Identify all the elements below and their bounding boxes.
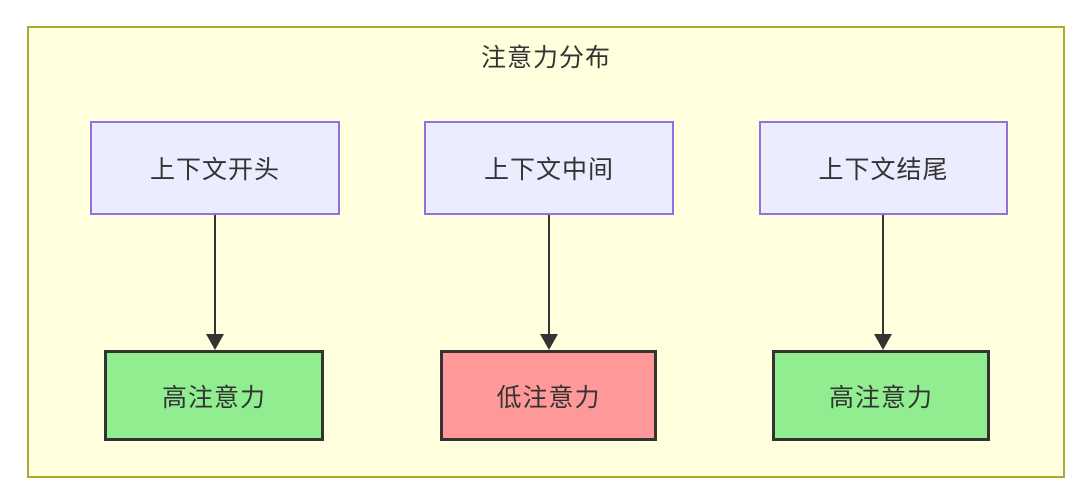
- arrow-shaft: [882, 215, 884, 335]
- arrowhead-down-icon: [874, 334, 892, 350]
- node-high-attention-1-label: 高注意力: [161, 383, 266, 412]
- node-low-attention-label: 低注意力: [496, 383, 601, 412]
- arrow-context-end-to-high-attention: [873, 215, 893, 350]
- node-context-end-label: 上下文结尾: [818, 156, 949, 184]
- node-context-middle-label: 上下文中间: [483, 156, 614, 184]
- node-low-attention: 低注意力: [440, 350, 657, 441]
- node-high-attention-1: 高注意力: [104, 350, 324, 441]
- node-context-start-label: 上下文开头: [149, 156, 280, 184]
- arrow-context-start-to-high-attention: [205, 215, 225, 350]
- node-context-middle: 上下文中间: [424, 121, 674, 215]
- diagram-title: 注意力分布: [480, 44, 611, 72]
- arrow-shaft: [548, 215, 550, 335]
- attention-distribution-cluster: 注意力分布 上下文开头 上下文中间 上下文结尾 高注意力 低注意力: [27, 26, 1065, 478]
- arrow-context-middle-to-low-attention: [539, 215, 559, 350]
- arrowhead-down-icon: [540, 334, 558, 350]
- arrowhead-down-icon: [206, 334, 224, 350]
- node-high-attention-2: 高注意力: [772, 350, 990, 441]
- node-context-end: 上下文结尾: [759, 121, 1008, 215]
- node-high-attention-2-label: 高注意力: [828, 383, 933, 412]
- arrow-shaft: [214, 215, 216, 335]
- node-context-start: 上下文开头: [90, 121, 340, 215]
